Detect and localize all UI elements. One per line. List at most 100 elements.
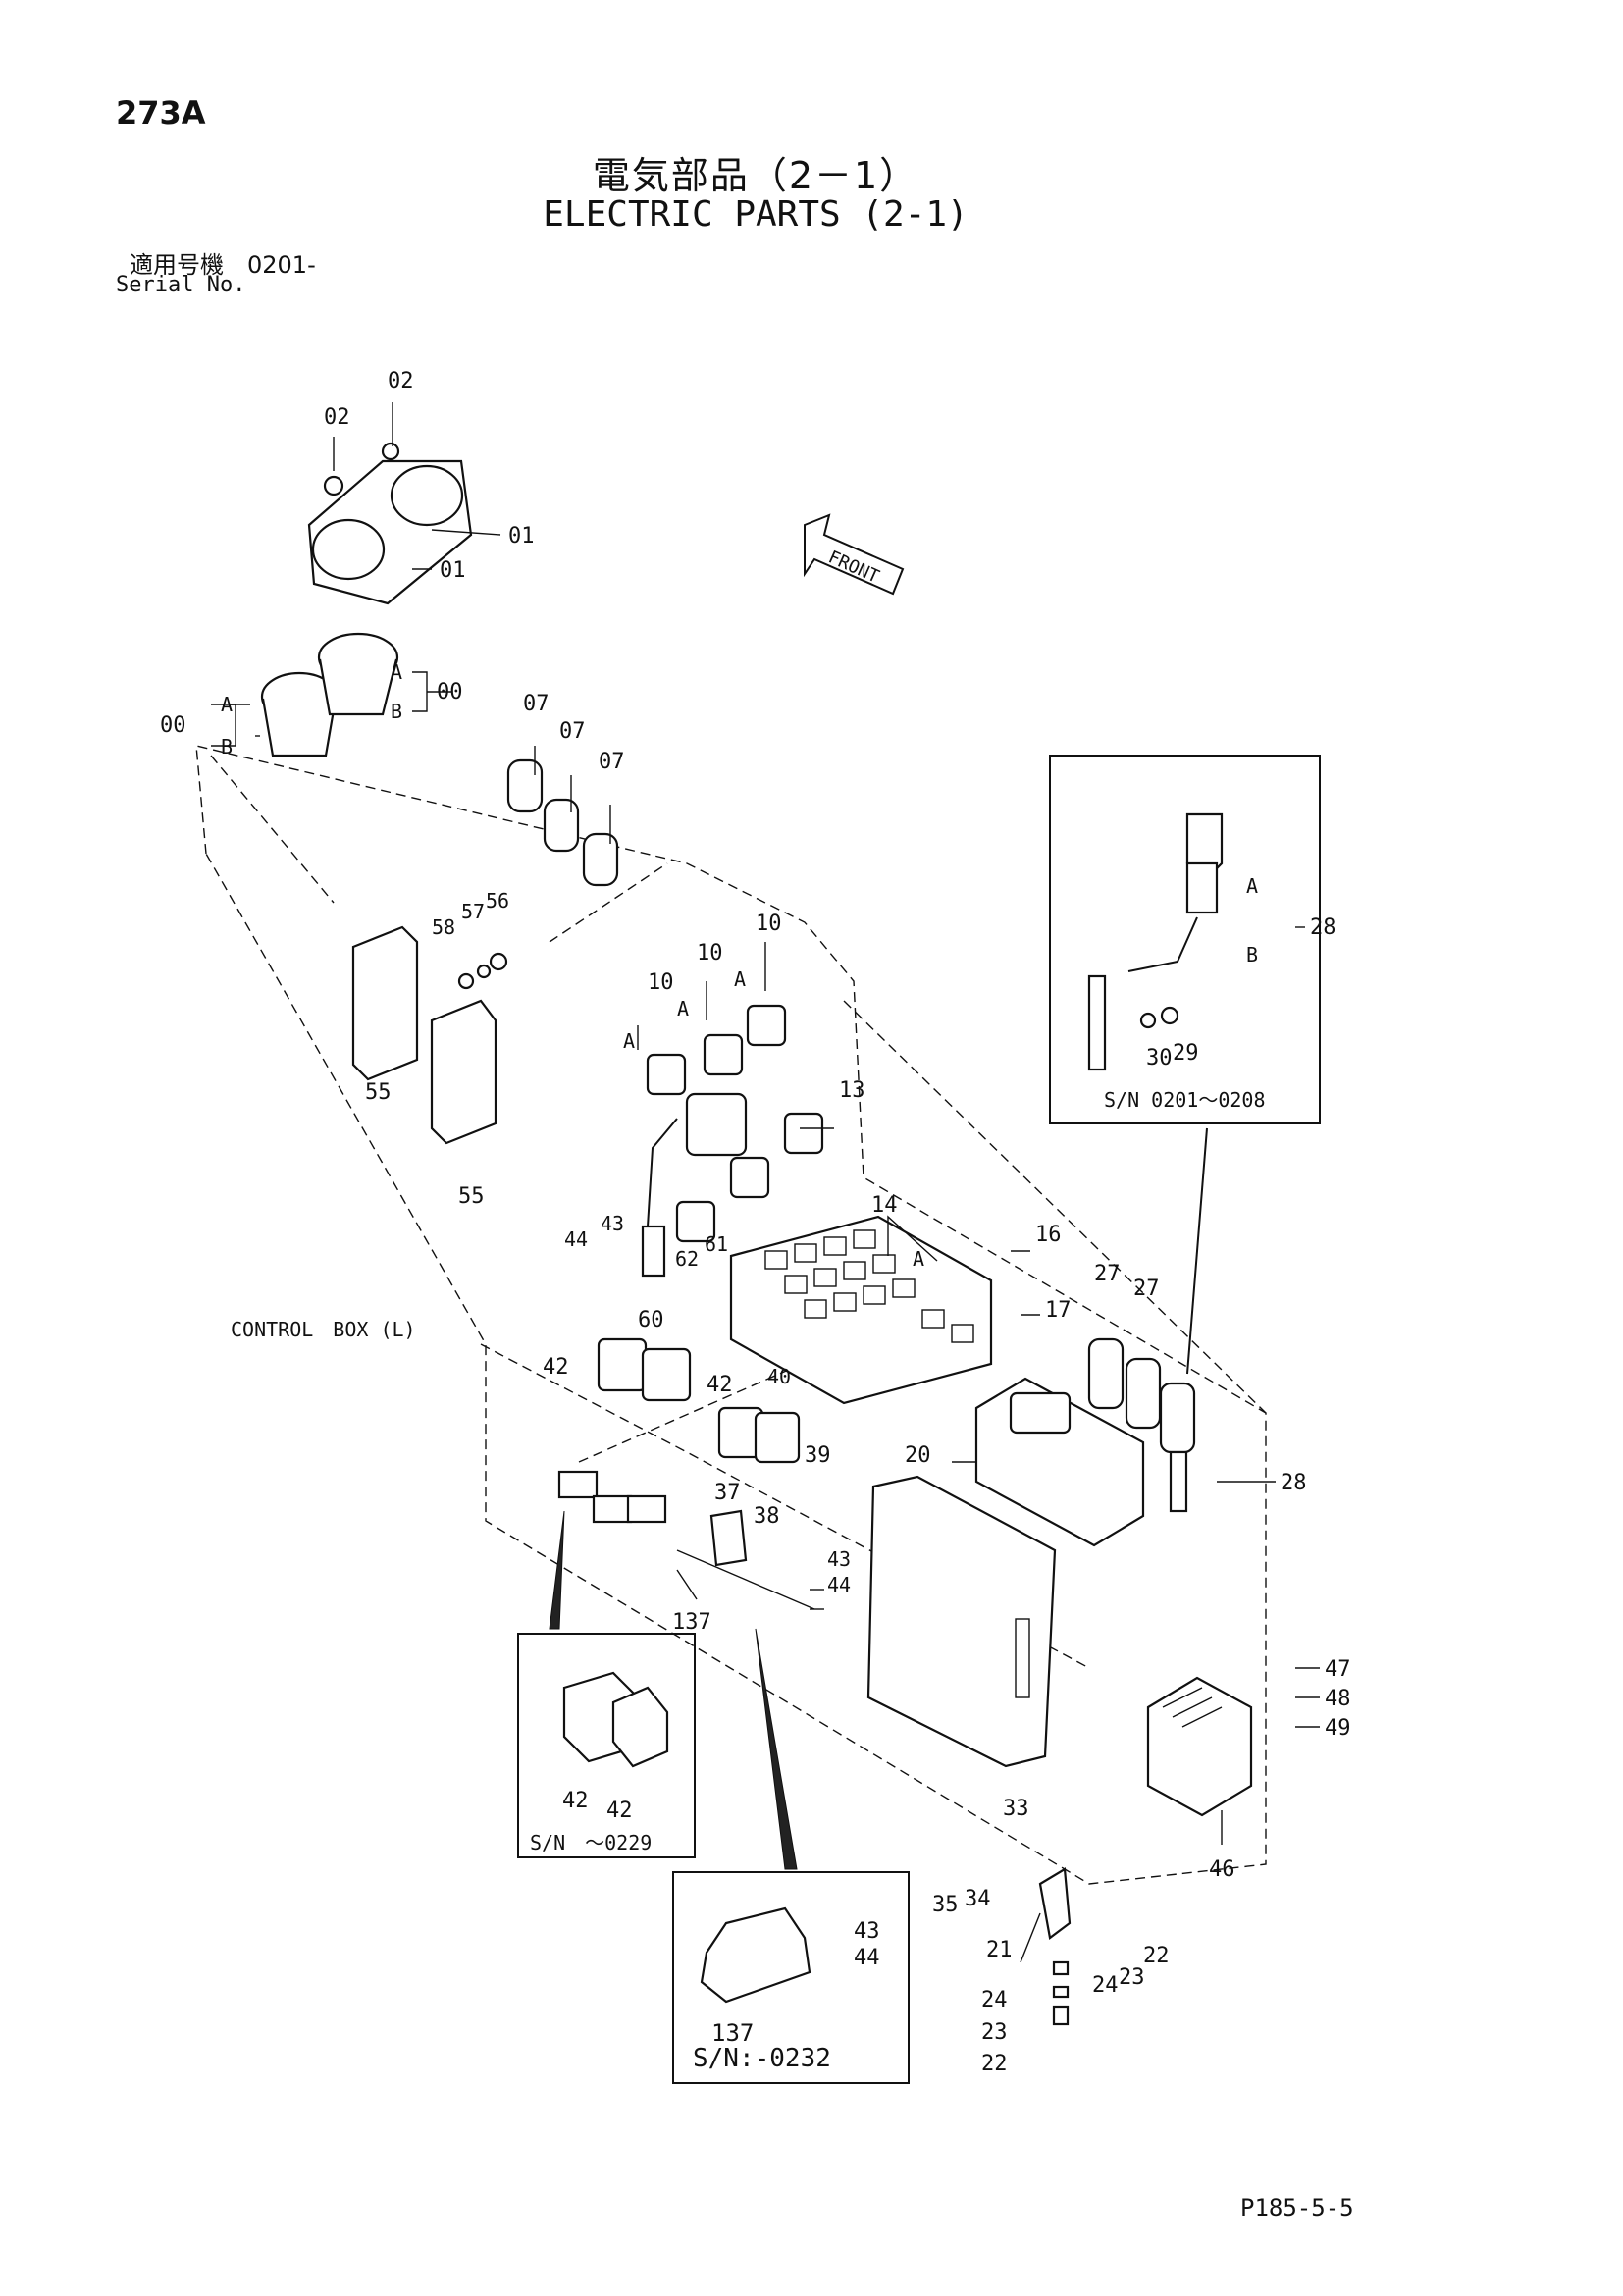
sn-inset-top-label: S/N 0201～0208 — [1104, 1088, 1266, 1112]
inset-switch-sn-0201-0208: S/N 0201～0208 — [1049, 755, 1321, 1124]
callout-02-left: 02 — [324, 405, 350, 430]
inset-cover-sn-0232: S/N:-0232 — [672, 1871, 910, 2084]
gauge-assembly — [260, 632, 399, 757]
callout-16: 16 — [1035, 1223, 1062, 1247]
callout-33: 33 — [1003, 1797, 1029, 1821]
callout-27-b: 27 — [1133, 1277, 1160, 1301]
serial-label-japanese: 適用号機 0201- — [130, 251, 316, 279]
label-a-right: A — [391, 660, 402, 684]
callout-47: 47 — [1325, 1657, 1351, 1682]
page-reference: P185-5-5 — [1240, 2194, 1354, 2221]
label-a-10c: A — [623, 1029, 635, 1053]
callout-24-upper: 24 — [1092, 1973, 1119, 1998]
sn-inset-cover-label: S/N:-0232 — [693, 2044, 831, 2073]
callout-61: 61 — [705, 1232, 728, 1256]
callout-56: 56 — [486, 889, 509, 913]
callout-07-c: 07 — [599, 750, 625, 774]
callout-137-inset: 137 — [711, 2019, 754, 2047]
gauge-cover-plate — [307, 442, 473, 605]
callout-02-top: 02 — [388, 369, 414, 393]
front-arrow: FRONT — [804, 513, 905, 596]
harness-clamp — [1038, 1867, 1072, 2026]
callout-43-inset: 43 — [854, 1919, 880, 1944]
callout-42-right: 42 — [707, 1373, 733, 1397]
callout-07-a: 07 — [523, 692, 550, 716]
label-a-10b: A — [677, 997, 689, 1020]
callout-42-inset-b: 42 — [606, 1799, 633, 1823]
indicator-bulbs — [506, 758, 619, 887]
callout-17: 17 — [1045, 1298, 1072, 1323]
callout-57: 57 — [461, 900, 485, 923]
callout-43-mid: 43 — [827, 1547, 851, 1571]
callout-07-b: 07 — [559, 719, 586, 744]
control-box-label: CONTROL BOX (L) — [231, 1318, 416, 1341]
callout-62: 62 — [675, 1247, 699, 1271]
callout-48: 48 — [1325, 1687, 1351, 1711]
callout-numbers: 02 02 01 01 00 A B A B 00 07 07 07 58 57… — [160, 369, 1351, 2076]
callout-38: 38 — [754, 1504, 780, 1529]
title-japanese: 電気部品（2－1） — [592, 154, 919, 197]
resistor-block — [1146, 1676, 1253, 1817]
callout-58: 58 — [432, 915, 455, 939]
callout-137-main: 137 — [672, 1610, 711, 1635]
callout-35: 35 — [932, 1893, 959, 1917]
callout-44-mid: 44 — [827, 1573, 851, 1596]
callout-39: 39 — [805, 1443, 831, 1468]
callout-22-upper: 22 — [1143, 1944, 1170, 1968]
callout-46: 46 — [1209, 1857, 1235, 1882]
mounting-plate — [866, 1475, 1057, 1768]
callout-28-main: 28 — [1281, 1471, 1307, 1495]
callout-60: 60 — [638, 1308, 664, 1332]
callout-40: 40 — [767, 1365, 791, 1388]
leader-inset-relay — [549, 1510, 565, 1630]
callout-10-c: 10 — [648, 970, 674, 995]
callout-00-left: 00 — [160, 713, 186, 738]
callout-23-upper: 23 — [1119, 1965, 1145, 1990]
callout-55-b: 55 — [458, 1184, 485, 1209]
callout-01-lower: 01 — [440, 558, 466, 583]
callout-42-inset-a: 42 — [562, 1789, 589, 1813]
label-a-left: A — [221, 693, 233, 716]
callout-55-a: 55 — [365, 1080, 392, 1105]
relays — [557, 1337, 801, 1524]
callout-23-lower: 23 — [981, 2020, 1008, 2045]
callout-42-left: 42 — [543, 1355, 569, 1380]
callout-34: 34 — [965, 1887, 991, 1911]
terminal-covers — [351, 925, 508, 1145]
panel-windows — [764, 1229, 974, 1343]
label-a-10a: A — [734, 967, 746, 991]
callout-24-lower: 24 — [981, 1988, 1008, 2012]
leader-inset-cover — [755, 1628, 798, 1870]
page-number: 273A — [116, 94, 206, 131]
callout-21: 21 — [986, 1938, 1013, 1962]
callout-14: 14 — [871, 1193, 898, 1218]
key-switches — [1087, 1337, 1196, 1513]
callout-22-lower: 22 — [981, 2052, 1008, 2076]
label-b-left: B — [221, 735, 233, 758]
leader-inset-top — [1186, 1127, 1208, 1375]
inset-relay-sn-0229: S/N ～0229 — [517, 1633, 696, 1858]
label-b-right: B — [391, 700, 402, 723]
callout-01-upper: 01 — [508, 524, 535, 548]
label-a-inset: A — [1246, 874, 1258, 898]
controller-unit — [974, 1377, 1145, 1547]
callout-44-upper: 44 — [564, 1227, 588, 1251]
front-label: FRONT — [825, 547, 882, 587]
callout-27-a: 27 — [1094, 1262, 1121, 1286]
callout-28-inset: 28 — [1310, 915, 1336, 940]
rocker-switches — [641, 1004, 824, 1278]
leader-lines — [211, 402, 1320, 1963]
callout-00-right: 00 — [437, 680, 463, 704]
callout-43-upper: 43 — [601, 1212, 624, 1235]
callout-20: 20 — [905, 1443, 931, 1468]
callout-29: 29 — [1173, 1041, 1199, 1066]
title-english: ELECTRIC PARTS (2-1) — [543, 194, 969, 235]
label-a-14: A — [913, 1247, 924, 1271]
label-b-inset: B — [1246, 943, 1258, 966]
callout-10-a: 10 — [756, 912, 782, 936]
sn-inset-relay-label: S/N ～0229 — [530, 1831, 652, 1854]
serial-label-english: Serial No. — [116, 273, 246, 297]
callout-37: 37 — [714, 1481, 741, 1505]
relay-cover — [676, 1509, 815, 1610]
